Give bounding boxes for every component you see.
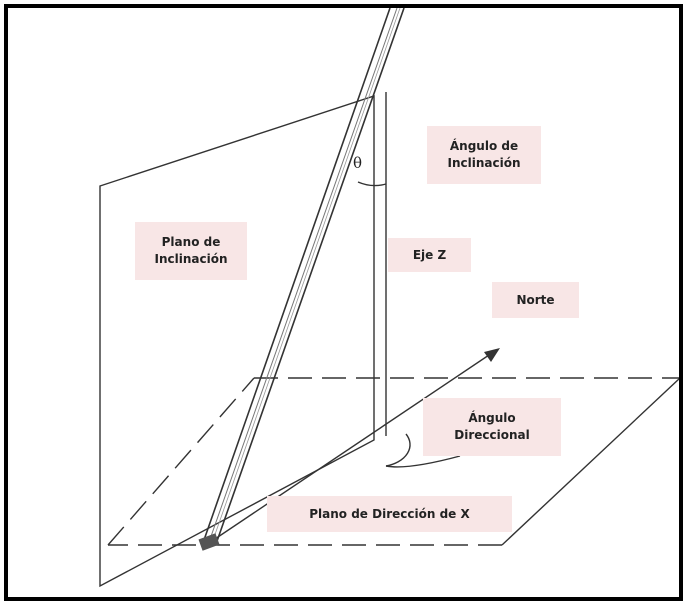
directional-angle-arc-lower xyxy=(385,455,461,468)
north-arrow xyxy=(211,348,500,542)
diagram-frame: θ Ángulo de Inclinación Plano de Inclina… xyxy=(4,4,683,601)
theta-symbol: θ xyxy=(353,154,363,172)
drill-pipe xyxy=(198,8,405,551)
inclination-angle-label: Ángulo de Inclinación xyxy=(427,126,541,184)
inclination-plane xyxy=(99,95,375,588)
direction-plane xyxy=(107,377,679,546)
directional-angle-label: Ángulo Direccional xyxy=(423,398,561,456)
z-axis-label: Eje Z xyxy=(388,238,471,272)
direction-plane-label: Plano de Dirección de X xyxy=(267,496,512,532)
inclination-plane-label: Plano de Inclinación xyxy=(135,222,247,280)
directional-angle-arc xyxy=(385,433,411,467)
drilling-angle-diagram xyxy=(99,8,679,588)
inclination-angle-arc xyxy=(357,181,387,187)
north-label: Norte xyxy=(492,282,579,318)
